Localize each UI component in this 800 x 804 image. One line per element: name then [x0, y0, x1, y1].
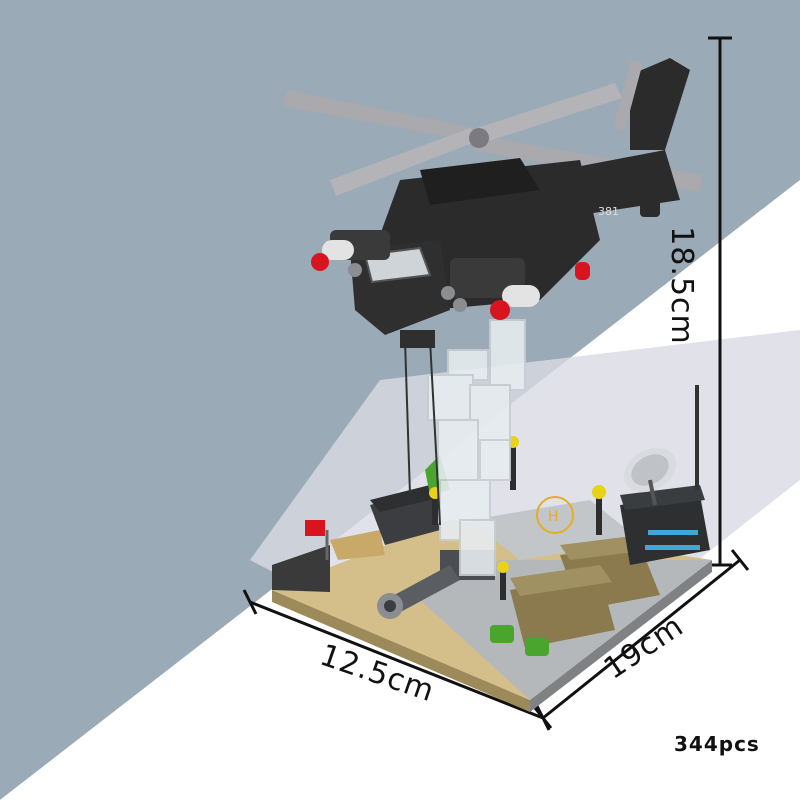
- height-dimension-label: 18.5cm: [663, 226, 699, 345]
- svg-text:381: 381: [598, 205, 619, 218]
- red-box: [305, 520, 325, 536]
- rotor-blade: [477, 83, 622, 142]
- piece-count-label: 344pcs: [674, 732, 760, 756]
- rotor-blade: [330, 128, 480, 196]
- missile-left: [311, 240, 354, 271]
- depth-dimension-line: [533, 549, 750, 729]
- rotor-blade: [283, 90, 500, 145]
- helicopter-icon: 381: [283, 58, 703, 348]
- missile-right: [490, 285, 540, 320]
- missile-rear: [575, 262, 590, 280]
- helipad-h-icon: [536, 496, 574, 534]
- svg-text:H: H: [548, 509, 559, 525]
- rope-cables: [404, 339, 441, 526]
- control-tower: [620, 385, 710, 565]
- fuel-containers: [510, 535, 660, 648]
- smoke-column: [427, 319, 526, 576]
- satellite-dish-icon: [623, 447, 677, 506]
